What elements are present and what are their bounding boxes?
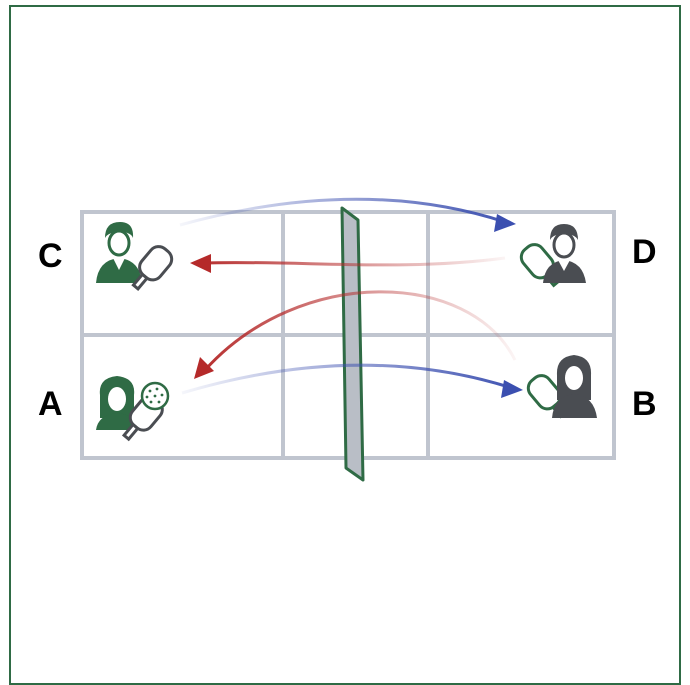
ball-icon <box>140 381 170 411</box>
male-player-with-paddle-icon <box>519 224 586 288</box>
female-player-with-paddle-icon <box>526 355 597 419</box>
player-label-d: D <box>632 233 657 271</box>
female-player-with-paddle-and-ball-icon <box>96 376 170 442</box>
shot-arrow-d-to-c <box>190 254 506 273</box>
shot-arrow-a-to-b <box>181 363 523 398</box>
shot-arrow-b-to-a <box>194 290 517 379</box>
shot-arrow-c-to-d <box>179 197 516 232</box>
net <box>340 206 365 482</box>
male-player-with-paddle-icon <box>96 222 174 292</box>
player-label-b: B <box>632 385 657 423</box>
player-label-c: C <box>38 237 63 275</box>
player-label-a: A <box>38 385 63 423</box>
